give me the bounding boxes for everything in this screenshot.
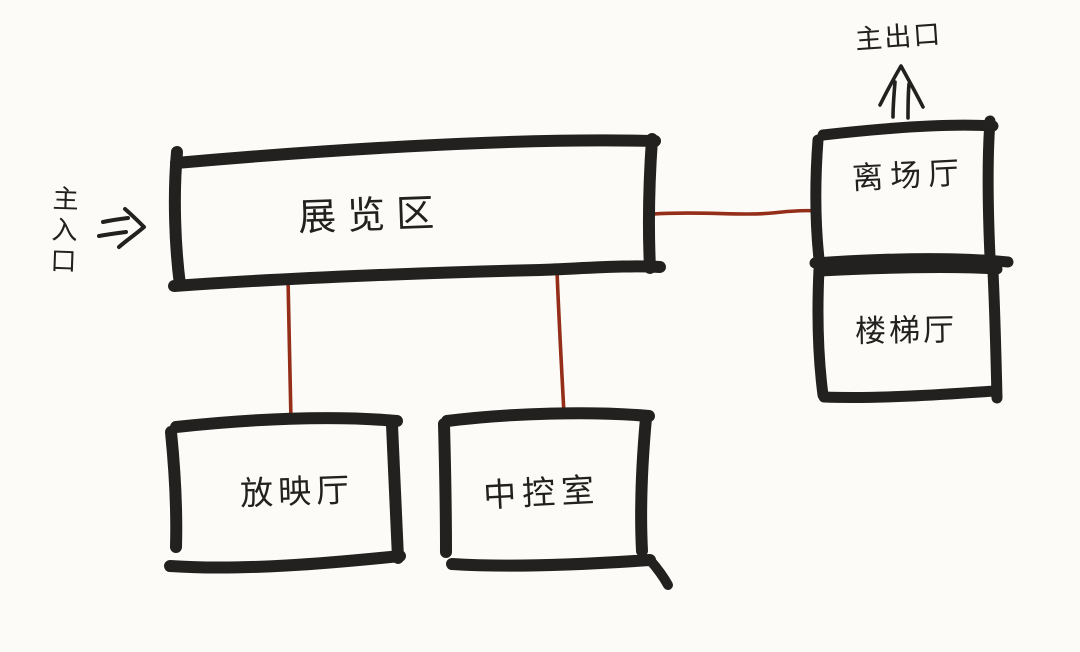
exhibition-area-box	[168, 133, 666, 292]
main-entrance-label: 主入口	[45, 184, 79, 279]
connector-exhibition-to-projection	[286, 276, 293, 423]
up-arrow-icon	[878, 64, 925, 120]
departure-hall-label: 离场厅	[851, 155, 968, 197]
projection-hall-label: 放映厅	[239, 470, 355, 513]
exhibition-area-label: 展览区	[297, 190, 446, 240]
control-room-label: 中控室	[482, 469, 602, 516]
stair-hall-box	[812, 262, 1003, 404]
stair-hall-label: 楼梯厅	[854, 312, 958, 350]
main-exit-label: 主出口	[854, 18, 944, 56]
projection-hall-box	[164, 412, 406, 574]
right-arrow-icon	[97, 207, 146, 249]
departure-hall-box	[809, 115, 1014, 269]
connector-exhibition-to-departure	[651, 208, 820, 216]
connector-exhibition-to-control	[555, 269, 566, 416]
control-room-box	[438, 407, 673, 590]
